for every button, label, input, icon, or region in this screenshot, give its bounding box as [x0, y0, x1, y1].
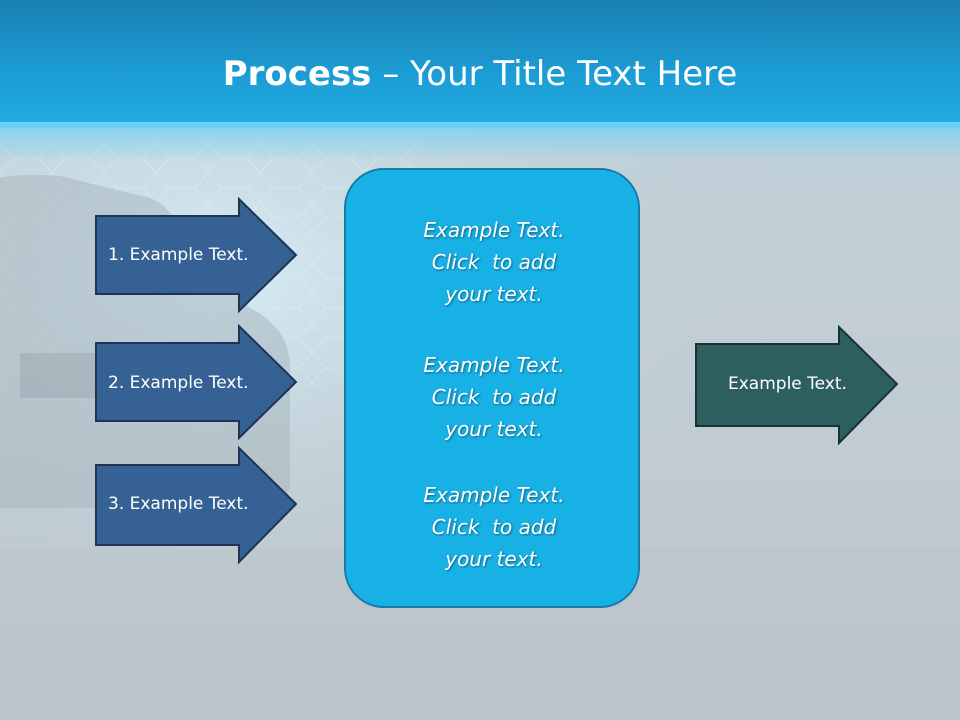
right-arrow[interactable]: Example Text. [695, 324, 900, 446]
center-block-3-line2: Click to add [431, 515, 557, 539]
center-block-3-line3: your text. [445, 547, 543, 571]
center-block-1-line2: Click to add [431, 250, 557, 274]
left-arrow-2-shape [95, 323, 298, 441]
center-block-2: Example Text. Click to add your text. [346, 349, 642, 445]
right-arrow-shape [695, 324, 899, 446]
center-block-3-line1: Example Text. [423, 483, 565, 507]
header-glow [0, 122, 960, 162]
title-bold: Process [222, 54, 372, 94]
center-block-2-line2: Click to add [431, 385, 557, 409]
slide-title[interactable]: Process – Your Title Text Here [0, 52, 960, 96]
left-arrow-3-label: 3. Example Text. [108, 494, 249, 514]
center-block-1: Example Text. Click to add your text. [346, 214, 642, 310]
center-block-1-line1: Example Text. [423, 218, 565, 242]
title-rest: – Your Title Text Here [371, 54, 738, 94]
left-arrow-2[interactable]: 2. Example Text. [95, 323, 300, 441]
left-arrow-2-label: 2. Example Text. [108, 373, 249, 393]
center-block-2-line1: Example Text. [423, 353, 565, 377]
center-block-3: Example Text. Click to add your text. [346, 479, 642, 575]
left-arrow-3[interactable]: 3. Example Text. [95, 445, 300, 565]
left-arrow-3-shape [95, 445, 298, 565]
center-text-box[interactable]: Example Text. Click to add your text. Ex… [344, 168, 640, 608]
right-arrow-label: Example Text. [728, 374, 847, 394]
header-band [0, 0, 960, 128]
left-arrow-1-shape [95, 196, 298, 314]
center-block-2-line3: your text. [445, 417, 543, 441]
left-arrow-1[interactable]: 1. Example Text. [95, 196, 300, 314]
center-block-1-line3: your text. [445, 282, 543, 306]
left-arrow-1-label: 1. Example Text. [108, 245, 249, 265]
